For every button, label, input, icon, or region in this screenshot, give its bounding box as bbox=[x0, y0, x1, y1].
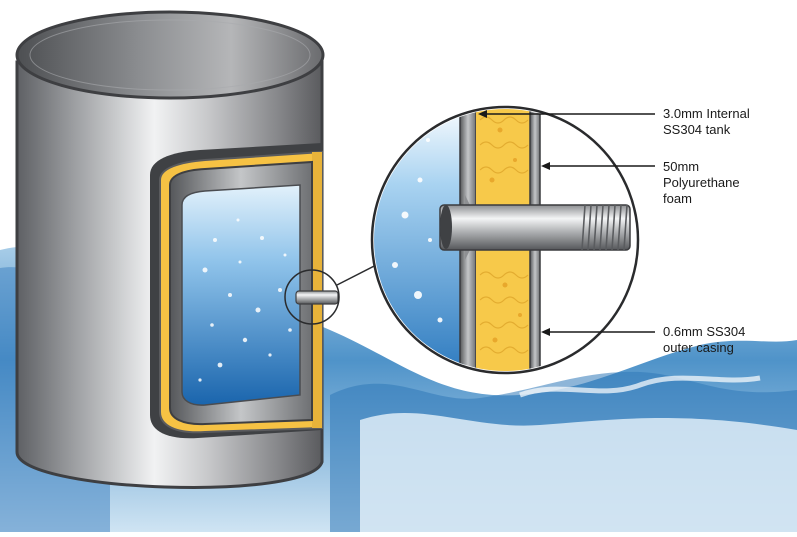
tank-pipe-nozzle bbox=[295, 290, 339, 305]
callout-outer-casing-line2: outer casing bbox=[663, 340, 734, 355]
magnified-detail bbox=[370, 105, 640, 375]
callout-inner-tank-line2: SS304 tank bbox=[663, 122, 731, 137]
water-bubbles bbox=[198, 218, 292, 382]
callout-leaders bbox=[478, 110, 655, 336]
callout-inner-tank-line1: 3.0mm Internal bbox=[663, 106, 750, 121]
detail-marker-circle bbox=[284, 269, 340, 325]
tank-top-lid bbox=[15, 10, 325, 100]
callout-foam-line2: Polyurethane bbox=[663, 175, 740, 190]
callout-foam-line1: 50mm bbox=[663, 159, 700, 174]
callout-outer-casing: 0.6mm SS304 outer casing bbox=[663, 324, 745, 356]
callout-foam: 50mm Polyurethane foam bbox=[663, 159, 740, 207]
callout-inner-tank: 3.0mm Internal SS304 tank bbox=[663, 106, 750, 138]
tank-cutaway bbox=[150, 143, 383, 439]
callout-outer-casing-line1: 0.6mm SS304 bbox=[663, 324, 746, 339]
callout-foam-line3: foam bbox=[663, 191, 692, 206]
